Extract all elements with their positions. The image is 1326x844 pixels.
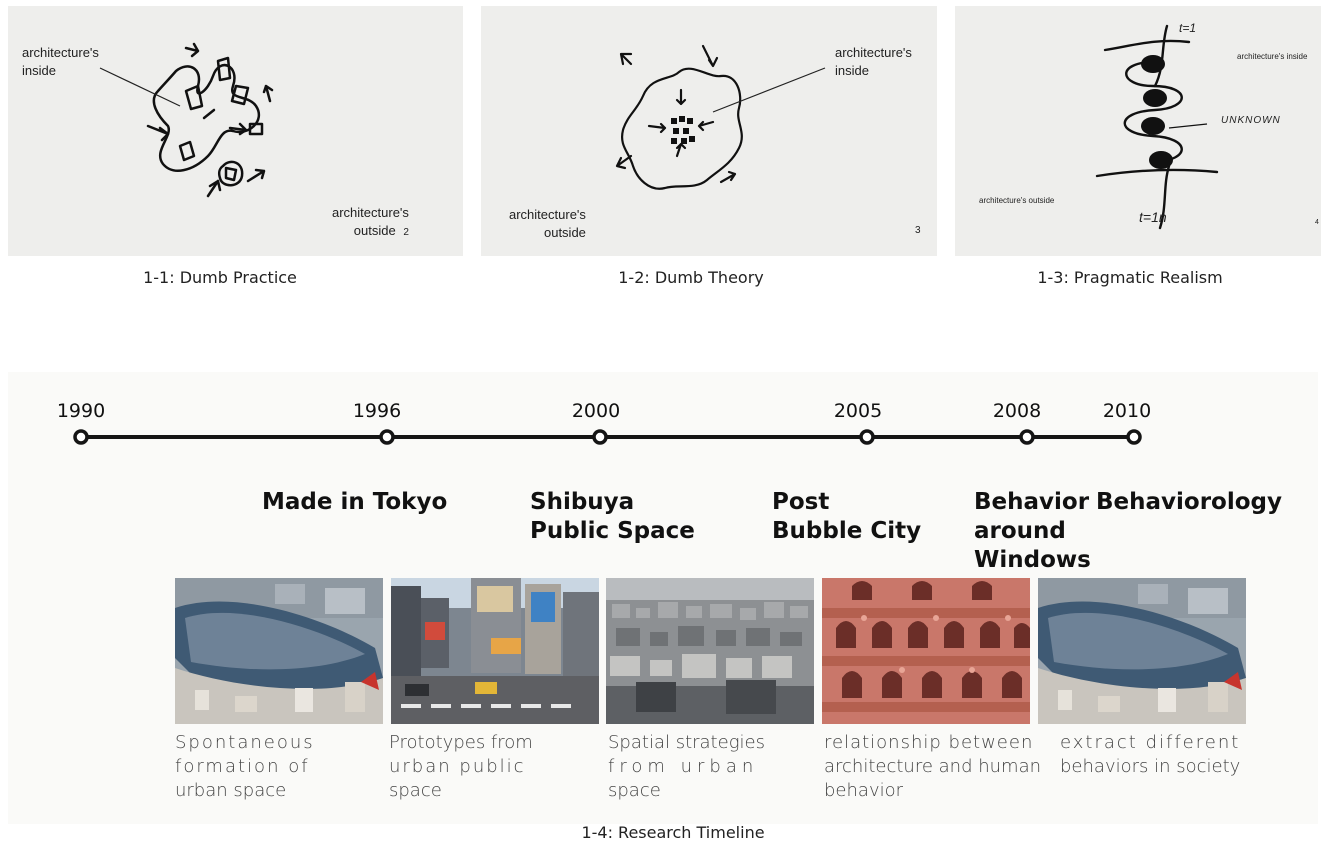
photo-description: Spatial strategies from urban space (608, 731, 765, 803)
inside-label-line1: architecture's (835, 45, 912, 60)
inside-label: architecture's inside (1237, 52, 1308, 61)
year-label: 1996 (352, 400, 402, 422)
topic-line: Shibuya (530, 489, 635, 515)
inside-label: architecture's inside (835, 44, 912, 79)
inside-label-line2: inside (835, 62, 869, 78)
outside-label: architecture's outside (979, 196, 1055, 205)
year-label: 2000 (571, 400, 621, 422)
outside-label-line1: architecture's (332, 205, 409, 220)
topic-line: Bubble City (772, 518, 922, 544)
year-label: 2010 (1102, 400, 1152, 422)
desc-line: urban space (175, 780, 287, 801)
desc-line: behavior (824, 780, 904, 801)
desc-line: behaviors in society (1060, 756, 1241, 777)
topic-line: Public Space (530, 518, 695, 544)
outside-label: architecture's outside (509, 206, 586, 241)
topic-post-bubble-city: Post Bubble City (772, 488, 921, 546)
page-number: 3 (915, 225, 921, 236)
panel-dumb-practice: architecture's inside architecture's out… (8, 6, 463, 256)
topic-line: Windows (974, 547, 1091, 573)
top-note: t=1 (1179, 21, 1197, 35)
topic-line: Post (772, 489, 830, 515)
topic-made-in-tokyo: Made in Tokyo (262, 488, 447, 517)
panel-dumb-theory: architecture's inside architecture's out… (481, 6, 937, 256)
year-label: 2005 (833, 400, 883, 422)
timeline-marker-1996 (379, 429, 395, 445)
panel-pragmatic-realism: t=1 architecture's inside UNKNOWN archit… (955, 6, 1321, 256)
aerial-stadium-photo (175, 578, 383, 724)
topic-line: Behavior (974, 489, 1090, 515)
desc-line: Prototypes from (389, 732, 533, 753)
aerial-stadium-photo (1038, 578, 1246, 724)
pragmatic-realism-sketch (1095, 24, 1219, 230)
desc-line: architecture and human (824, 756, 1042, 777)
caption-1-1: 1-1: Dumb Practice (143, 268, 297, 287)
dense-city-aerial-photo (606, 578, 814, 724)
desc-line: Spatial strategies (608, 732, 765, 753)
outside-label: architecture's outside 2 (332, 204, 409, 239)
desc-line: formation of (175, 756, 310, 777)
photo-description: Spontaneous formation of urban space (175, 731, 315, 803)
desc-line: space (608, 780, 661, 801)
timeline-marker-2010 (1126, 429, 1142, 445)
topic-behaviorology: Behaviorology (1096, 488, 1282, 517)
timeline-marker-2000 (592, 429, 608, 445)
topic-behavior-around-windows: Behavior around Windows (974, 488, 1091, 575)
bottom-note: t=1n (1139, 209, 1167, 225)
dumb-theory-sketch (615, 44, 826, 190)
page-number: 2 (403, 226, 409, 238)
photo-description: extract different behaviors in society (1060, 731, 1240, 779)
pink-facade-windows-photo (822, 578, 1030, 724)
timeline-marker-2008 (1019, 429, 1035, 445)
shibuya-crossing-photo (391, 578, 599, 724)
dumb-practice-sketch (99, 42, 274, 198)
photo-description: Prototypes from urban public space (389, 731, 533, 803)
desc-line: relationship between (824, 732, 1034, 753)
timeline-marker-1990 (73, 429, 89, 445)
year-label: 2008 (992, 400, 1042, 422)
page-number: 4 (1315, 219, 1319, 226)
year-label: 1990 (56, 400, 106, 422)
outside-label-line2: outside (543, 224, 586, 240)
photo-description: relationship between architecture and hu… (824, 731, 1041, 803)
inside-label: architecture's inside (22, 44, 99, 79)
inside-label-line2: inside (22, 62, 56, 78)
desc-line: from urban (608, 756, 759, 777)
timeline-marker-2005 (859, 429, 875, 445)
unknown-note: UNKNOWN (1221, 115, 1281, 126)
topic-line: Made in Tokyo (262, 489, 448, 515)
caption-1-4: 1-4: Research Timeline (581, 823, 765, 842)
inside-label-line1: architecture's (22, 45, 99, 60)
caption-1-3: 1-3: Pragmatic Realism (1037, 268, 1223, 287)
topic-line: Behaviorology (1096, 489, 1282, 515)
outside-label-line1: architecture's (509, 207, 586, 222)
desc-line: space (389, 780, 442, 801)
caption-1-2: 1-2: Dumb Theory (618, 268, 764, 287)
desc-line: extract different (1060, 732, 1241, 753)
topic-line: around (974, 518, 1066, 544)
outside-label-line2: outside (353, 222, 396, 238)
topic-shibuya-public-space: Shibuya Public Space (530, 488, 695, 546)
desc-line: Spontaneous (175, 732, 315, 753)
desc-line: urban public (389, 756, 526, 777)
